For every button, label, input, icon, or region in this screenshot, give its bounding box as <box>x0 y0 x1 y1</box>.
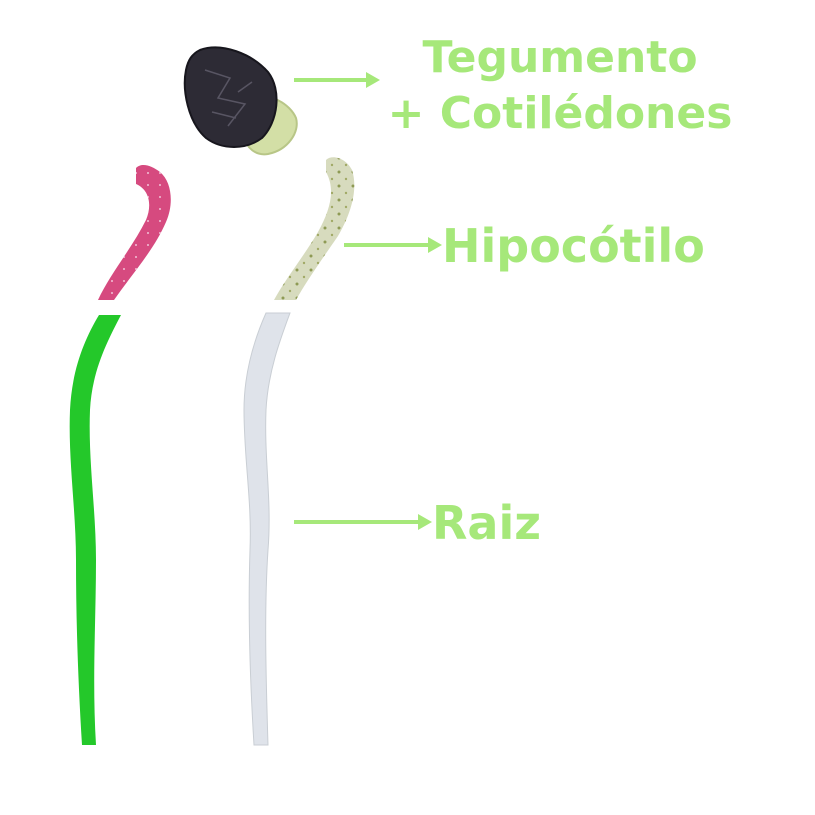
arrow-raiz <box>294 514 432 530</box>
hypocotyl-highlight-speckles <box>98 165 171 300</box>
label-tegumento-line1: Tegumento <box>422 32 698 83</box>
label-raiz: Raiz <box>432 496 542 550</box>
label-tegumento-line2: + Cotilédones <box>387 88 733 139</box>
root-highlight <box>69 315 121 745</box>
label-hipocotilo: Hipocótilo <box>442 219 705 273</box>
label-tegumento-cotiledones: Tegumento + Cotilédones <box>380 36 740 136</box>
root-photo <box>243 312 291 746</box>
seed-coat <box>183 46 278 148</box>
arrow-tegumento <box>294 72 380 88</box>
highlighted-seedling <box>69 165 171 745</box>
photo-seedling <box>243 157 355 746</box>
arrow-hipocotilo <box>344 237 442 253</box>
hypocotyl-photo-speckles <box>274 157 355 300</box>
seed-coat-and-cotyledons <box>183 46 298 156</box>
seed-coat-texture <box>204 69 253 127</box>
